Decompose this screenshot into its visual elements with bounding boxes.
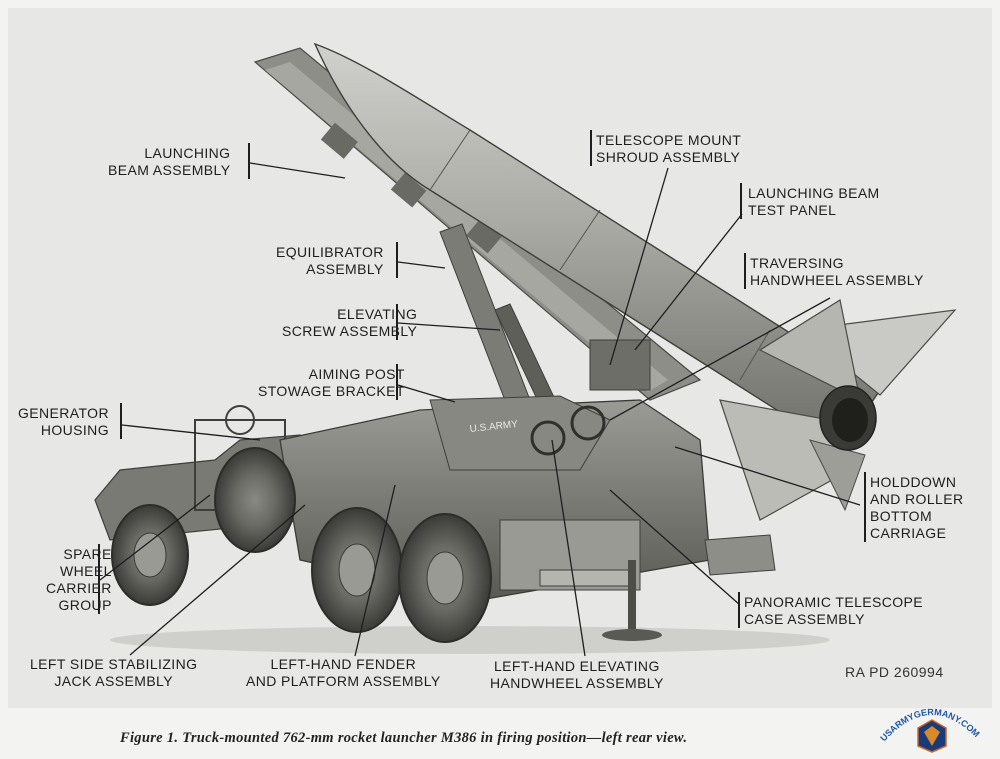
bracket [98,544,100,614]
bracket [248,143,250,179]
bracket [120,403,122,439]
rocket-launcher-illustration: U.S.ARMY [94,42,957,657]
wheels [111,447,492,643]
photo-area: U.S.ARMY [8,8,992,708]
watermark-logo: USARMYGERMANY.COM [878,707,982,753]
bracket [738,592,740,628]
bracket [396,242,398,278]
bracket [744,253,746,289]
bracket [740,183,742,219]
figure-caption: Figure 1. Truck-mounted 762-mm rocket la… [120,730,688,746]
launching-beam [253,47,702,401]
bracket [396,304,398,340]
vehicle-marking: U.S.ARMY [469,419,519,435]
bracket [396,364,398,400]
leader-lines [99,162,861,657]
bracket [590,130,592,166]
bracket [864,472,866,542]
reference-number: RA PD 260994 [845,664,944,680]
